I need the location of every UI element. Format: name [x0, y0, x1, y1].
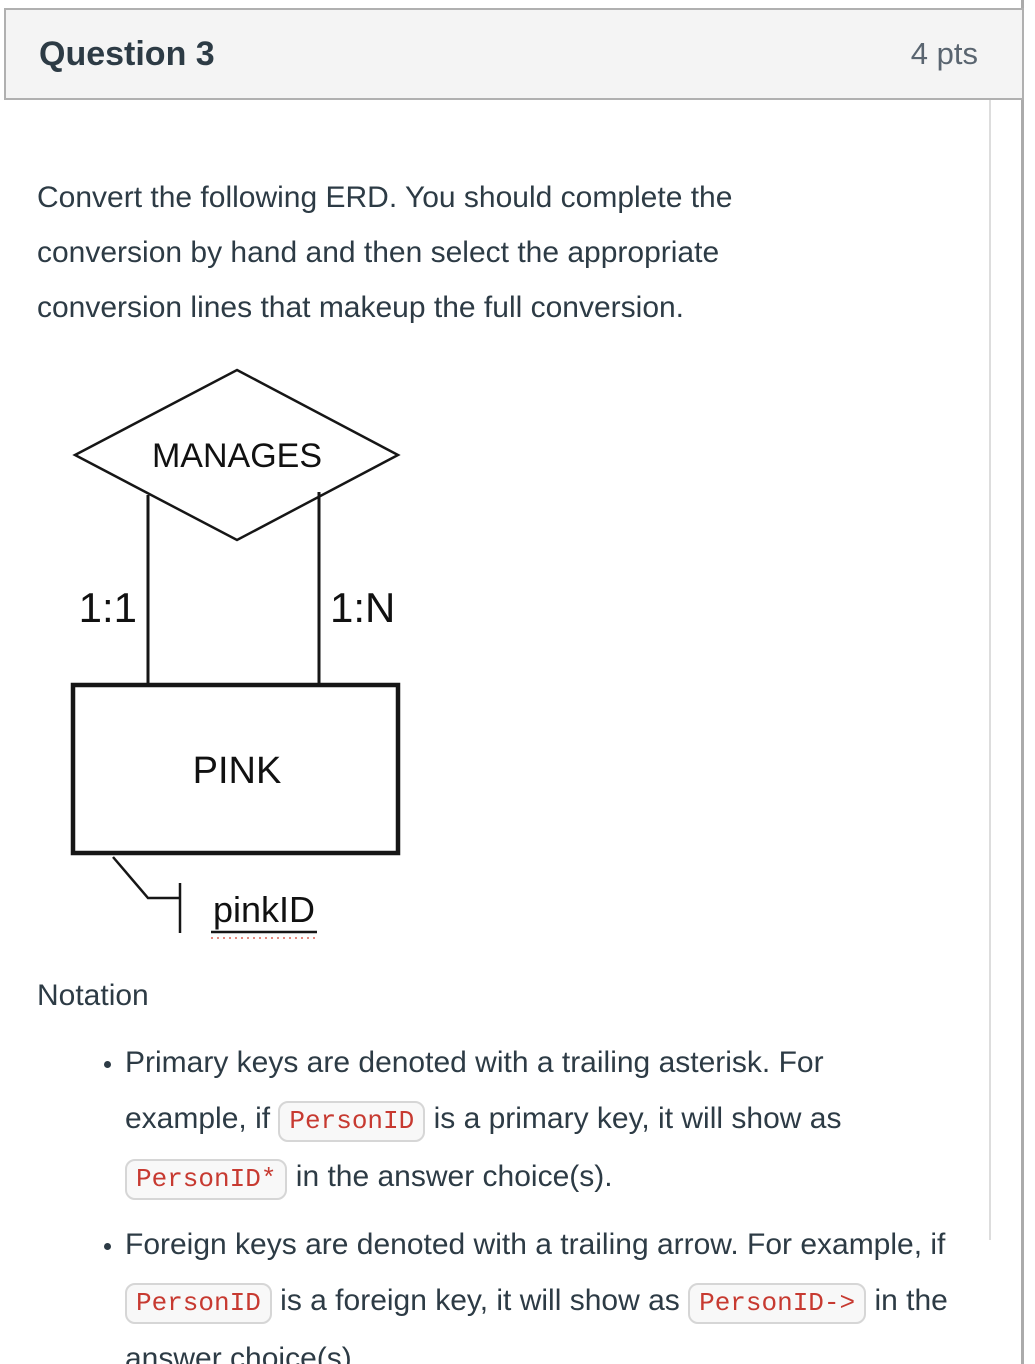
- notation-heading: Notation: [37, 979, 149, 1012]
- bullet-text: is a foreign key, it will show as: [271, 1284, 689, 1317]
- code-chip: PersonID*: [125, 1159, 288, 1200]
- page-right-border: [1021, 0, 1024, 1364]
- code-chip: PersonID: [278, 1101, 426, 1142]
- code-chip: PersonID: [125, 1283, 272, 1324]
- content-right-border: [989, 100, 991, 1240]
- right-cardinality-label: 1:N: [330, 584, 395, 631]
- entity-rectangle: [70, 682, 401, 856]
- bullet-text: Foreign keys are denoted with a trailing…: [125, 1228, 946, 1261]
- question-body: Convert the following ERD. You should co…: [0, 100, 990, 1364]
- bullet-text: in the answer choice(s).: [125, 1284, 948, 1364]
- notation-bullet: Primary keys are denoted with a trailing…: [125, 1035, 950, 1207]
- bullet-text: in the answer choice(s).: [287, 1160, 613, 1193]
- notation-list: Primary keys are denoted with a trailing…: [37, 1035, 950, 1364]
- bullet-text: Primary keys are denoted with a trailing…: [125, 1046, 824, 1135]
- notation-bullet: Foreign keys are denoted with a trailing…: [125, 1217, 950, 1364]
- entity-label: PINK: [193, 750, 282, 792]
- question-prompt: Convert the following ERD. You should co…: [37, 181, 733, 324]
- left-cardinality-label: 1:1: [79, 584, 137, 631]
- relationship-diamond: [72, 368, 401, 542]
- attribute-label: pinkID: [213, 889, 315, 930]
- relationship-label: MANAGES: [152, 437, 322, 475]
- erd-diagram: MANAGES 1:1 1:N PINK pinkID: [70, 368, 401, 939]
- attribute-connector-line: [112, 856, 180, 900]
- question-header: Question 3 4 pts: [4, 8, 1024, 100]
- code-chip: PersonID->: [688, 1283, 867, 1324]
- question-points: 4 pts: [910, 36, 978, 71]
- question-title: Question 3: [39, 34, 215, 73]
- bullet-text: is a primary key, it will show as: [425, 1102, 842, 1135]
